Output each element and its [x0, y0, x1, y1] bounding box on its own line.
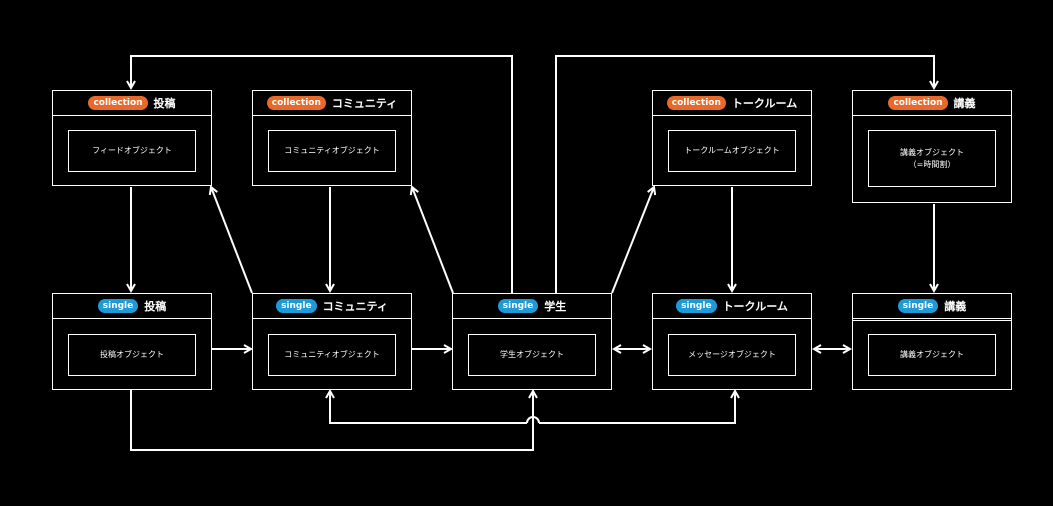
collection-badge: collection — [266, 96, 326, 110]
inner-object-label: 講義オブジェクト — [900, 350, 964, 359]
box-header: single トークルーム — [653, 294, 811, 319]
talkroom-single-box: single トークルーム メッセージオブジェクト — [652, 293, 812, 390]
arrow-student-to-post-collection — [131, 55, 513, 293]
box-header: collection 講義 — [853, 91, 1011, 116]
inner-object-box: コミュニティオブジェクト — [268, 130, 396, 172]
post-single-box: single 投稿 投稿オブジェクト — [52, 293, 212, 390]
single-badge: single — [676, 299, 717, 313]
arrow-post-single-to-student — [130, 390, 533, 451]
box-title: トークルーム — [731, 97, 798, 110]
box-header: single コミュニティ — [253, 294, 411, 319]
single-badge: single — [97, 299, 139, 313]
single-badge: single — [897, 299, 939, 313]
inner-object-label: コミュニティオブジェクト — [284, 146, 380, 155]
single-badge: single — [497, 299, 539, 313]
collection-badge: collection — [888, 96, 948, 110]
inner-object-label: メッセージオブジェクト — [688, 350, 776, 359]
box-header: single 投稿 — [53, 294, 211, 319]
arrow-student-to-community-collection — [412, 187, 454, 294]
box-title: コミュニティ — [331, 97, 398, 110]
inner-object-box: 講義オブジェクト — [868, 334, 996, 376]
arrow-community-single-to-post-collection — [211, 187, 253, 294]
box-title: 講義 — [944, 300, 967, 313]
inner-object-box: トークルームオブジェクト — [668, 130, 796, 172]
post-collection-box: collection 投稿 フィードオブジェクト — [52, 90, 212, 186]
inner-object-box: メッセージオブジェクト — [668, 334, 796, 376]
box-title: 投稿 — [144, 300, 167, 313]
community-collection-box: collection コミュニティ コミュニティオブジェクト — [252, 90, 412, 186]
inner-object-label: 講義オブジェクト — [900, 147, 964, 157]
inner-object-sublabel: （=時間割） — [908, 159, 956, 169]
single-badge: single — [276, 299, 317, 313]
inner-object-label: 投稿オブジェクト — [100, 350, 164, 359]
inner-object-box: 投稿オブジェクト — [68, 334, 196, 376]
box-header: single 学生 — [453, 294, 611, 319]
box-title: 学生 — [544, 300, 567, 313]
inner-object-label: トークルームオブジェクト — [684, 146, 780, 155]
line-crossover-hop — [526, 416, 540, 424]
box-title: コミュニティ — [322, 300, 388, 313]
box-header: collection トークルーム — [653, 91, 811, 116]
arrow-student-to-talkroom-collection — [611, 187, 654, 294]
arrow-student-to-lecture-collection — [555, 55, 934, 293]
inner-object-box: コミュニティオブジェクト — [268, 334, 396, 376]
box-title: 投稿 — [153, 97, 176, 110]
box-header: single 講義 — [853, 294, 1011, 321]
lecture-collection-box: collection 講義 講義オブジェクト （=時間割） — [852, 90, 1012, 203]
inner-object-box: 学生オブジェクト — [468, 334, 596, 376]
box-title: トークルーム — [722, 300, 788, 313]
student-single-box: single 学生 学生オブジェクト — [452, 293, 612, 390]
collection-badge: collection — [88, 96, 148, 110]
lecture-single-box: single 講義 講義オブジェクト — [852, 293, 1012, 390]
inner-object-label: 学生オブジェクト — [500, 350, 564, 359]
inner-object-label: コミュニティオブジェクト — [284, 350, 380, 359]
collection-badge: collection — [666, 96, 726, 110]
box-header: collection コミュニティ — [253, 91, 411, 116]
arrow-bottom-bus-to-talkroom-single — [539, 391, 735, 424]
talkroom-collection-box: collection トークルーム トークルームオブジェクト — [652, 90, 812, 186]
box-header: collection 投稿 — [53, 91, 211, 116]
inner-object-box: 講義オブジェクト （=時間割） — [868, 130, 996, 187]
box-title: 講義 — [953, 97, 976, 110]
inner-object-label: フィードオブジェクト — [92, 146, 172, 155]
arrow-bottom-bus-to-community-single — [330, 391, 527, 424]
inner-object-box: フィードオブジェクト — [68, 130, 196, 172]
community-single-box: single コミュニティ コミュニティオブジェクト — [252, 293, 412, 390]
